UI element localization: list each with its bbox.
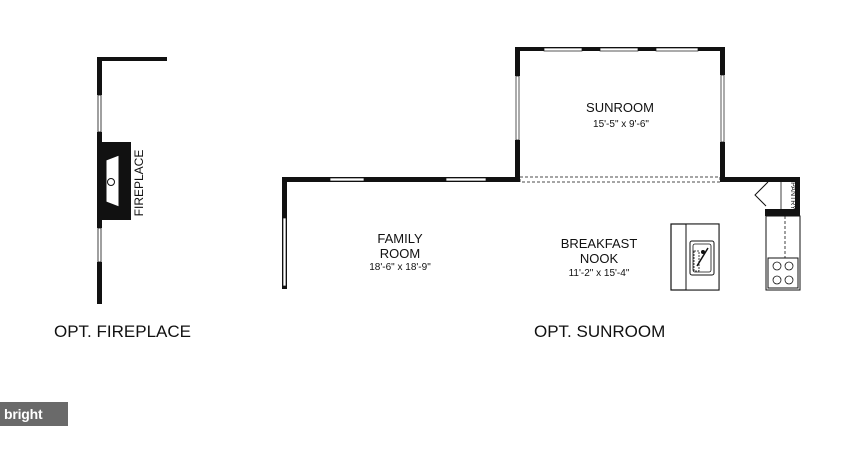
family-room-dims: 18'-6" x 18'-9" [369,262,431,273]
breakfast-nook-name: BREAKFAST [561,236,638,251]
window [445,177,487,182]
window [515,75,520,141]
pantry-door [754,181,769,207]
dishwasher [693,250,700,272]
watermark-logo: bright MLS [0,402,68,446]
pantry-wall [765,209,800,216]
faucet-icon [701,250,705,254]
burner-icon [772,261,782,271]
fireplace-caption: OPT. FIREPLACE [54,322,191,341]
fireplace-label: FIREPLACE [132,150,146,217]
family-room-name: FAMILY [377,231,423,246]
sunroom-plan: PANTRY SUNROOM 15'-5" x 9'-6" FAMILY ROO… [282,47,801,291]
sunroom-left-wall [515,48,520,76]
sunroom-right-wall [720,47,725,75]
fireplace-gas-key [107,178,115,186]
burner-icon [784,275,794,285]
sunroom-caption: OPT. SUNROOM [534,322,666,341]
fireplace-top-wall [97,57,167,61]
main-top-wall [720,177,800,182]
window [720,74,725,143]
sunroom-right-wall [720,142,725,182]
window [97,94,102,133]
sunroom-left-wall [515,140,520,180]
sunroom-opening [519,176,721,183]
window [329,177,365,182]
fireplace-left-wall [97,132,102,228]
main-top-wall [282,177,520,182]
burner-icon [772,275,782,285]
pantry-wall [795,182,800,216]
fireplace-detail: FIREPLACE [97,57,167,304]
sunroom-dims: 15'-5" x 9'-6" [593,119,649,130]
fireplace-left-wall [97,57,102,95]
window [599,47,639,52]
window [543,47,583,52]
sunroom-name: SUNROOM [586,100,654,115]
range [767,257,799,289]
burner-icon [784,261,794,271]
breakfast-nook-name: NOOK [580,251,619,266]
window [282,217,287,287]
fireplace-left-wall [97,262,102,304]
window [655,47,699,52]
pantry-label: PANTRY [789,182,796,210]
breakfast-nook-dims: 11'-2" x 15'-4" [569,268,630,279]
pantry-wall [765,177,800,182]
floor-plan-drawing: FIREPLACE [97,47,801,304]
family-room-name: ROOM [380,246,420,261]
window [97,227,102,263]
